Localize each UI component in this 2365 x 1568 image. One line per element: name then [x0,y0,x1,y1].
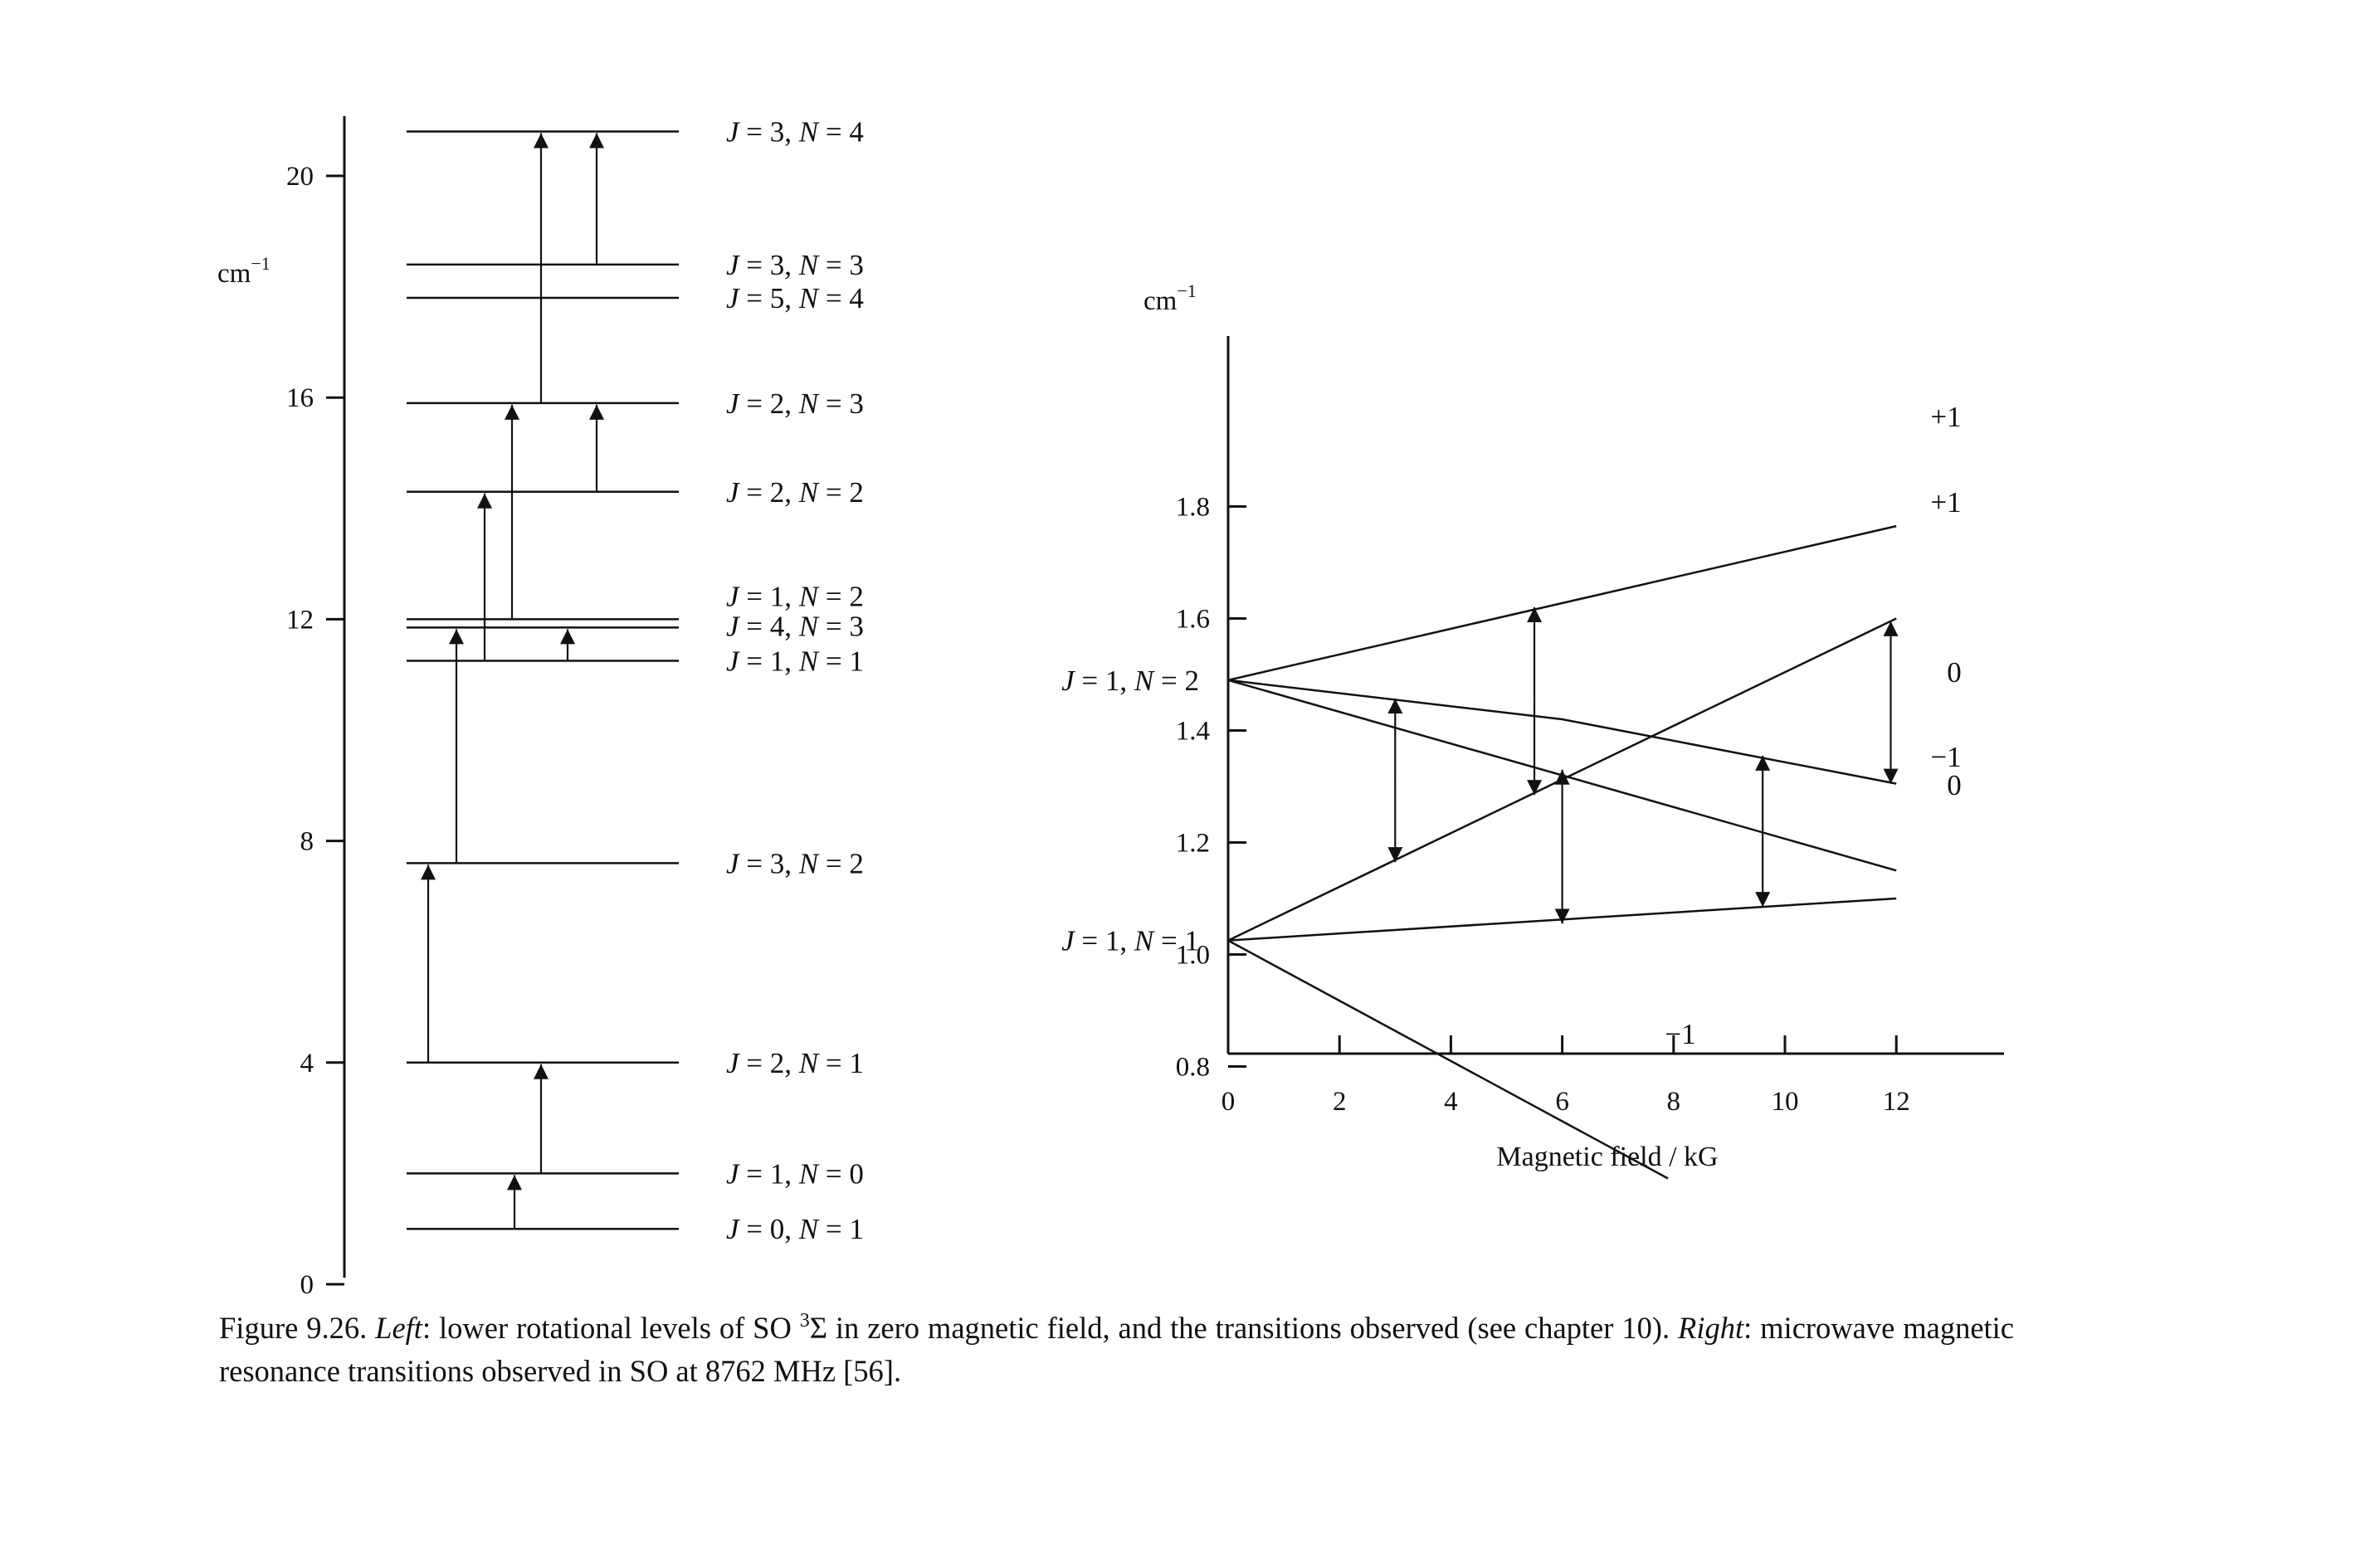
right-x-tick-label: 10 [1772,1087,1799,1117]
level-label: J = 4, N = 3 [726,610,864,642]
zero-field-labels: J = 1, N = 2 J = 1, N = 1 [1061,665,1199,957]
level-label: J = 3, N = 3 [726,249,864,281]
level-label: J = 3, N = 4 [726,116,864,149]
caption-part-3: : microwave magnetic resonance transitio… [219,1311,2015,1388]
zero-field-level-label: J = 1, N = 2 [1061,665,1199,697]
right-y-tick-label: 1.8 [1176,493,1210,523]
mj-label: −1 [1665,1018,1695,1050]
left-y-tick-label: 12 [286,605,314,635]
right-x-tick-label: 0 [1222,1087,1236,1117]
left-unit-label: cm−1 [217,253,271,289]
energy-levels: J = 3, N = 4 J = 3, N = 3J = 5, N = 4 J = … [407,116,864,1245]
caption-part-2: Σ in zero magnetic field, and the transi… [809,1311,1679,1345]
figure-caption: Figure 9.26. Left: lower rotational leve… [219,1307,2014,1393]
level-label: J = 0, N = 1 [726,1213,864,1245]
left-y-tick-label: 8 [300,827,315,857]
caption-superscript: 3 [799,1310,810,1332]
mj-label: 0 [1947,769,1962,801]
mj-labels: +10−1+10−1 [1665,401,1961,1050]
right-y-tick-label: 1.6 [1176,605,1210,635]
level-label: J = 2, N = 3 [726,387,864,420]
left-y-tick-label: 4 [300,1049,315,1079]
zeeman-line [1227,524,1897,682]
mj-label: +1 [1930,401,1961,433]
mj-label: 0 [1947,656,1962,689]
right-x-tick-label: 8 [1667,1087,1681,1117]
right-y-tick-label: 1.4 [1176,717,1210,747]
left-y-tick-label: 20 [286,162,314,192]
level-label: J = 1, N = 1 [726,645,864,678]
level-label: J = 3, N = 2 [726,847,864,879]
mj-label: +1 [1930,486,1961,519]
right-y-tick-label: 1.0 [1176,941,1210,971]
left-y-ticks: 0 4 8 12 16 20 [286,162,344,1300]
right-y-ticks: 0.8 1.0 1.2 1.4 1.6 1.8 [1176,493,1246,1083]
level-label: J = 2, N = 1 [726,1047,864,1079]
zeeman-line [1227,939,1669,1180]
caption-figure-number: Figure 9.26. [219,1311,368,1345]
right-unit-label: cm−1 [1143,280,1197,316]
caption-right-word: Right [1678,1311,1744,1345]
right-x-tick-label: 2 [1333,1087,1347,1117]
zeeman-chart: cm−1 Magnetic field / kG 0.81.01.21.41.6… [1061,280,2004,1180]
right-y-tick-label: 0.8 [1176,1053,1210,1083]
right-x-tick-label: 12 [1883,1087,1910,1117]
level-label: J = 1, N = 2 [726,580,864,612]
level-label: J = 2, N = 2 [726,476,864,509]
level-transitions [421,133,604,1230]
left-y-tick-label: 0 [300,1270,315,1300]
left-y-tick-label: 16 [286,383,314,413]
right-x-tick-label: 6 [1555,1087,1569,1117]
resonance-transitions [1387,607,1899,924]
zero-field-level-label: J = 1, N = 1 [1061,925,1199,957]
caption-left-word: Left [375,1311,422,1345]
right-x-tick-label: 4 [1444,1087,1458,1117]
right-y-tick-label: 1.2 [1176,829,1210,859]
caption-part-1: : lower rotational levels of SO [422,1311,800,1345]
mj-label: −1 [1930,741,1961,773]
level-label: J = 1, N = 0 [726,1157,864,1190]
right-x-ticks: 0 2 4 6 8 10 12 [1222,1035,1910,1117]
level-label: J = 5, N = 4 [726,282,864,314]
zeeman-line [1227,679,1897,785]
